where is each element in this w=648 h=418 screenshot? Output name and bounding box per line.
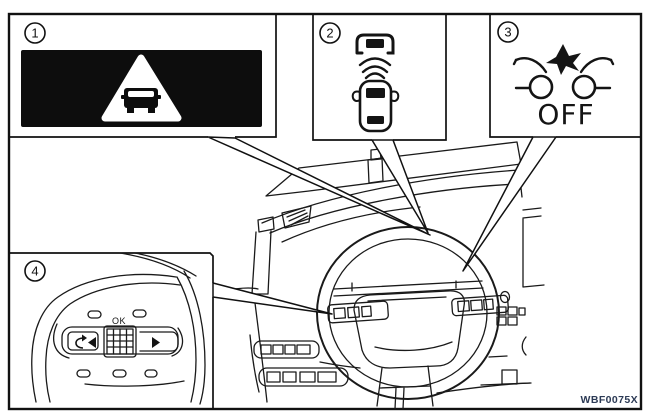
- ok-label: OK: [112, 316, 126, 326]
- callout-4-number: 4: [31, 264, 38, 279]
- callout-3-number-circle: [497, 21, 519, 43]
- leader-line-3: [462, 136, 557, 272]
- callout-1: 1: [21, 22, 262, 127]
- callout-1-number-circle: [24, 22, 46, 44]
- callout-2-number-circle: [319, 22, 341, 44]
- callout-2-number: 2: [326, 26, 333, 41]
- steering-wheel-ok-switch-icon: OK: [31, 252, 206, 405]
- right-spoke-switches: [451, 294, 509, 317]
- callout-3: 3 OFF: [497, 21, 615, 131]
- off-label: OFF: [537, 98, 594, 131]
- left-spoke-switches: [327, 300, 389, 324]
- vehicle-ahead-radar-detection-icon: [351, 33, 400, 133]
- callout-box-4-border: [9, 252, 214, 409]
- figure-border: [7, 12, 643, 411]
- callout-3-number: 3: [504, 25, 511, 40]
- callout-1-number: 1: [31, 26, 38, 41]
- dashboard-illustration: [221, 141, 545, 410]
- figure-code: WBF0075X: [580, 394, 638, 406]
- forward-collision-warning-display-icon: [21, 50, 262, 127]
- callout-box-3-border: [489, 14, 641, 138]
- callout-2: 2: [319, 22, 400, 133]
- emergency-braking-off-indicator-icon: OFF: [512, 44, 615, 131]
- callout-box-1-border: [9, 14, 277, 138]
- callout-4: 4 OK: [24, 252, 206, 405]
- callout-box-2-border: [312, 14, 447, 141]
- leader-line-2: [371, 139, 429, 234]
- callout-4-number-circle: [24, 260, 46, 282]
- leader-line-4: [212, 282, 333, 315]
- leader-line-1: [207, 136, 431, 236]
